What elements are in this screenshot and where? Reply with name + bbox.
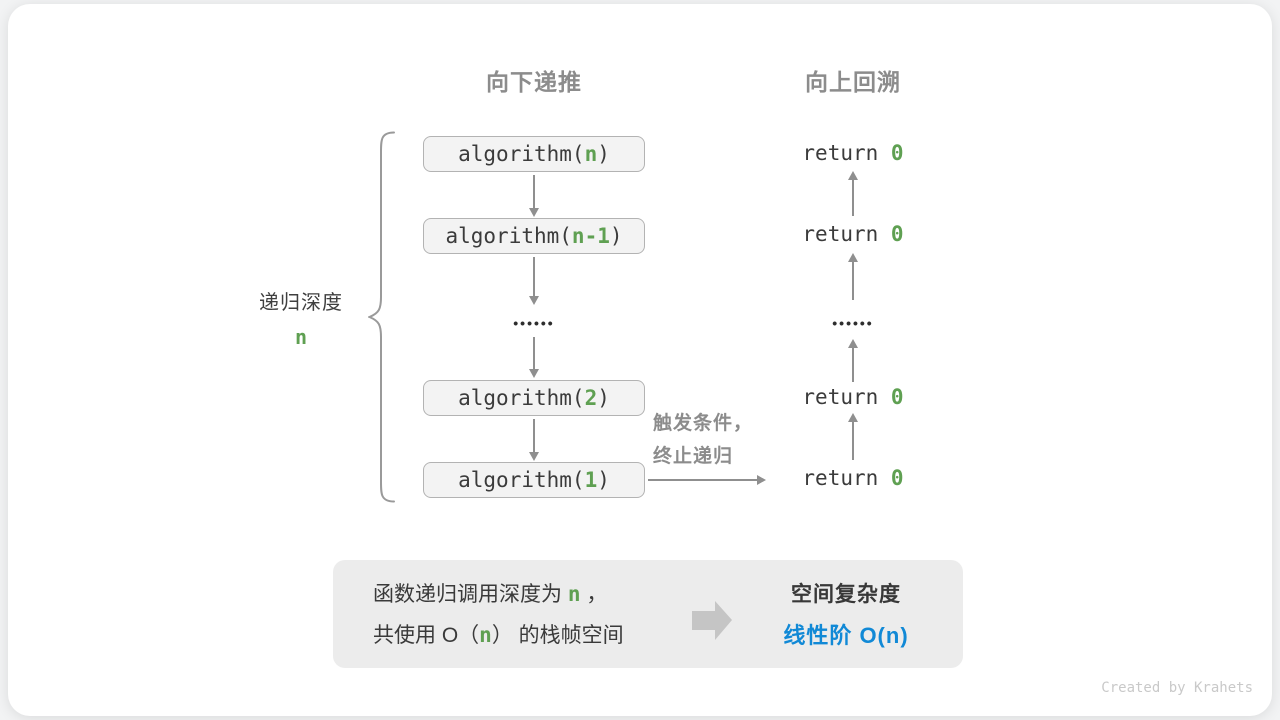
arrow-down-icon <box>528 175 539 217</box>
call-box-n: algorithm(n) <box>423 136 645 172</box>
summary-left-line1: 函数递归调用深度为 n ， <box>373 574 624 615</box>
return-statement: return 0 <box>773 222 933 246</box>
arrow-right-icon <box>648 474 766 485</box>
trigger-note-line2: 终止递归 <box>653 446 734 467</box>
summary-left-line2: 共使用 O（n） 的栈帧空间 <box>373 615 624 656</box>
arrow-down-icon <box>528 257 539 305</box>
trigger-note: 触发条件， 终止递归 <box>653 407 753 473</box>
call-box-1-suffix: ) <box>597 468 610 492</box>
call-stack-ellipsis: •••••• <box>513 315 555 331</box>
call-box-n-1-arg: n-1 <box>571 224 610 248</box>
summary-line1-post: ， <box>580 583 608 606</box>
depth-label-value: n <box>294 325 308 349</box>
return-value: 0 <box>890 222 904 246</box>
trigger-note-line1: 触发条件， <box>653 413 754 434</box>
summary-panel <box>333 560 963 668</box>
arrow-down-icon <box>528 419 539 461</box>
arrow-down-icon <box>528 337 539 378</box>
diagram-card: 向下递推 向上回溯 递归深度 n algorithm(n) algorithm(… <box>8 4 1272 716</box>
header-recurse-down: 向下递推 <box>486 69 582 95</box>
call-box-1: algorithm(1) <box>423 462 645 498</box>
call-box-2: algorithm(2) <box>423 380 645 416</box>
returns-ellipsis: •••••• <box>832 315 874 331</box>
summary-line2-pre: 共使用 O（ <box>373 624 480 647</box>
summary-right-text: 空间复杂度 线性阶 O(n) <box>746 574 946 656</box>
linear-order-value: 线性阶 O(n) <box>783 623 909 648</box>
arrow-up-icon <box>847 413 858 460</box>
return-statement: return 0 <box>773 141 933 165</box>
return-statement: return 0 <box>773 385 933 409</box>
return-keyword: return <box>802 222 891 246</box>
call-box-1-arg: 1 <box>584 468 598 492</box>
summary-line1-pre: 函数递归调用深度为 <box>373 583 568 606</box>
call-box-n-1-prefix: algorithm( <box>445 224 572 248</box>
depth-label: 递归深度 n <box>236 286 366 349</box>
return-value: 0 <box>890 466 904 490</box>
summary-line1-arg: n <box>567 582 581 606</box>
call-box-2-prefix: algorithm( <box>458 386 585 410</box>
return-keyword: return <box>802 141 891 165</box>
return-keyword: return <box>802 385 891 409</box>
return-keyword: return <box>802 466 891 490</box>
block-arrow-right-icon <box>692 611 715 630</box>
call-box-2-suffix: ) <box>597 386 610 410</box>
return-value: 0 <box>890 385 904 409</box>
depth-label-title: 递归深度 <box>259 292 343 314</box>
call-box-n-1-suffix: ) <box>609 224 623 248</box>
return-value: 0 <box>890 141 904 165</box>
call-box-n-prefix: algorithm( <box>458 142 585 166</box>
summary-line2-arg: n <box>479 623 492 647</box>
arrow-up-icon <box>847 171 858 216</box>
space-complexity-label: 空间复杂度 <box>791 583 901 606</box>
arrow-up-icon <box>847 253 858 300</box>
arrow-up-icon <box>847 339 858 382</box>
call-box-n-1: algorithm(n-1) <box>423 218 645 254</box>
return-statement: return 0 <box>773 466 933 490</box>
call-box-2-arg: 2 <box>584 386 598 410</box>
block-arrow-right-icon <box>715 601 732 640</box>
credit-text: Created by Krahets <box>1101 680 1253 696</box>
call-box-n-suffix: ) <box>597 142 610 166</box>
header-backtrack-up: 向上回溯 <box>805 69 901 95</box>
call-box-n-arg: n <box>584 142 598 166</box>
summary-line2-post: ） 的栈帧空间 <box>491 624 624 647</box>
summary-left-text: 函数递归调用深度为 n ， 共使用 O（n） 的栈帧空间 <box>373 574 624 656</box>
recursion-depth-brace <box>368 131 395 503</box>
call-box-1-prefix: algorithm( <box>458 468 585 492</box>
